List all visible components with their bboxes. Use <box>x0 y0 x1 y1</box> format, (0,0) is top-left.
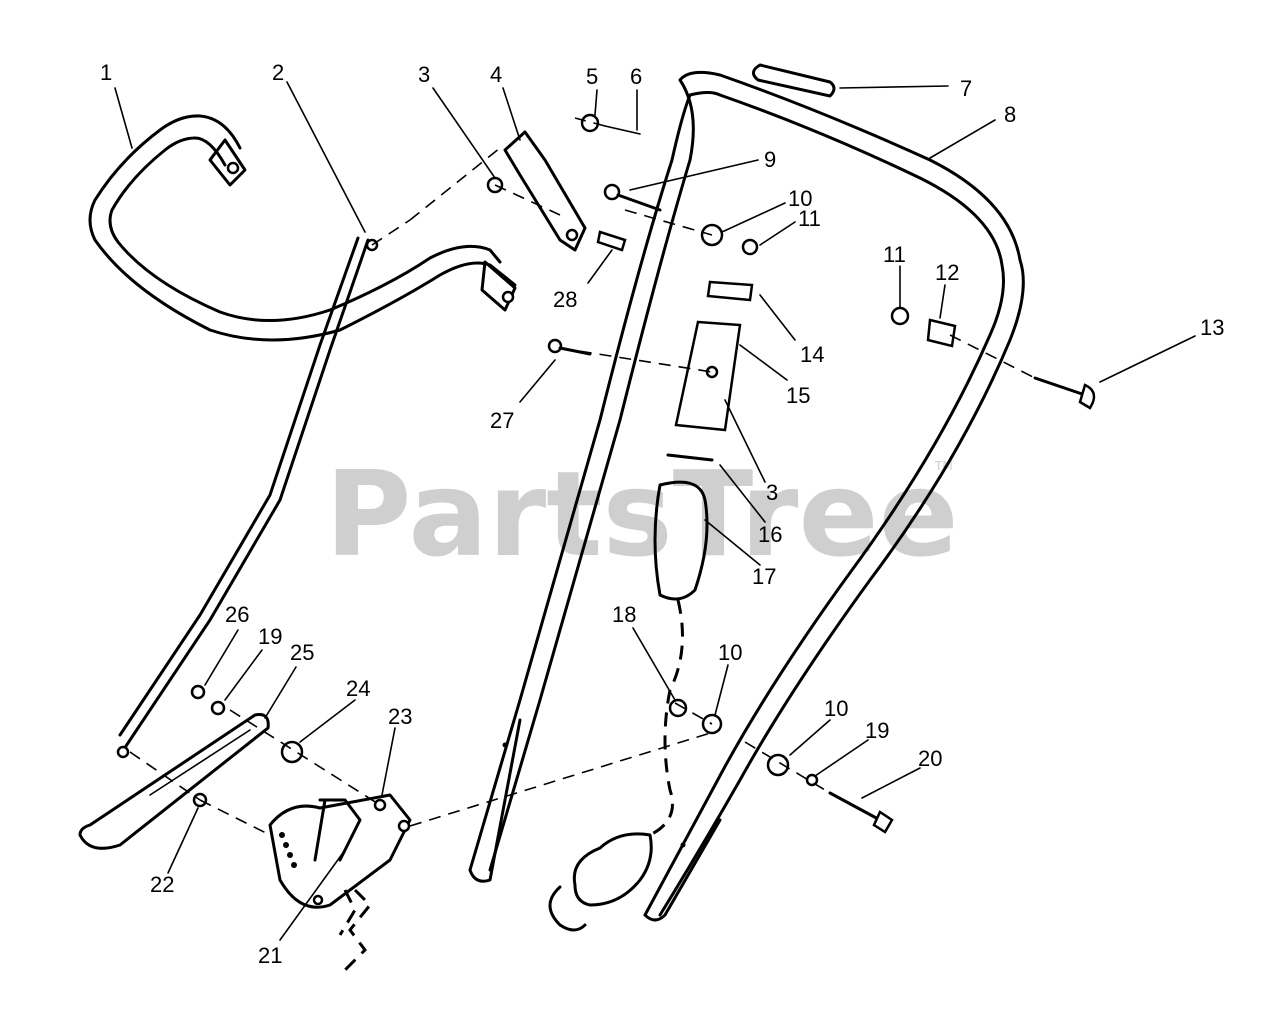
callout-2: 2 <box>272 60 284 85</box>
callout-13: 13 <box>1200 315 1224 340</box>
part-nut-11 <box>741 238 759 256</box>
part-lower-boot <box>548 832 653 932</box>
part-boot-17 <box>653 480 709 601</box>
callout-10-upper: 10 <box>788 186 812 211</box>
part-washer-19-lower <box>805 773 819 787</box>
callout-15: 15 <box>786 383 810 408</box>
callout-20: 20 <box>918 746 942 771</box>
callout-16: 16 <box>758 522 782 547</box>
callout-28: 28 <box>553 287 577 312</box>
callout-18: 18 <box>612 602 636 627</box>
callout-9: 9 <box>764 147 776 172</box>
callout-10-mid: 10 <box>718 640 742 665</box>
callout-6: 6 <box>630 64 642 89</box>
part-grip <box>752 63 836 98</box>
part-spacer-10-lower <box>766 753 790 777</box>
callout-labels: 1 2 3 4 5 6 7 8 9 10 11 11 12 13 14 15 2… <box>100 60 1224 968</box>
part-shift-plate <box>268 793 412 909</box>
callout-8: 8 <box>1004 102 1016 127</box>
part-nut-11-right <box>890 306 910 326</box>
part-ring-14 <box>706 280 754 302</box>
callout-3-upper: 3 <box>418 62 430 87</box>
callout-3-lower: 3 <box>766 480 778 505</box>
callout-4: 4 <box>490 62 502 87</box>
callout-17: 17 <box>752 564 776 589</box>
callout-21: 21 <box>258 943 282 968</box>
callout-22: 22 <box>150 872 174 897</box>
part-bolt-9 <box>603 183 662 212</box>
part-nut-26 <box>190 684 206 700</box>
callout-23: 23 <box>388 704 412 729</box>
part-bolt-28 <box>596 230 627 252</box>
callout-10-lower: 10 <box>824 696 848 721</box>
assembly-lines <box>129 117 1036 977</box>
part-spring-16 <box>666 453 714 462</box>
part-washer-19 <box>210 700 226 716</box>
callout-19-right: 19 <box>865 718 889 743</box>
part-washer-18 <box>668 698 688 718</box>
callout-7: 7 <box>960 76 972 101</box>
callout-11-right: 11 <box>883 242 906 267</box>
callout-27: 27 <box>490 408 514 433</box>
callout-1: 1 <box>100 60 112 85</box>
callout-5: 5 <box>586 64 598 89</box>
watermark-text: PartsTree <box>325 445 959 583</box>
leader-lines <box>114 81 1196 941</box>
part-lever-25 <box>78 713 270 850</box>
part-bushing-12 <box>926 318 957 348</box>
callout-25: 25 <box>290 640 314 665</box>
callout-14: 14 <box>800 342 824 367</box>
callout-11-upper: 11 <box>798 206 821 231</box>
part-bolt-20 <box>828 791 894 834</box>
part-main-handle <box>468 70 1025 922</box>
callout-19-left: 19 <box>258 624 282 649</box>
part-washer-5 <box>580 113 600 133</box>
part-control-rod <box>116 236 379 759</box>
callout-24: 24 <box>346 676 370 701</box>
callout-12: 12 <box>935 260 959 285</box>
part-upper-bail <box>88 114 517 342</box>
part-bracket <box>486 130 587 252</box>
part-bolt-13 <box>1033 376 1096 410</box>
callout-26: 26 <box>225 602 249 627</box>
